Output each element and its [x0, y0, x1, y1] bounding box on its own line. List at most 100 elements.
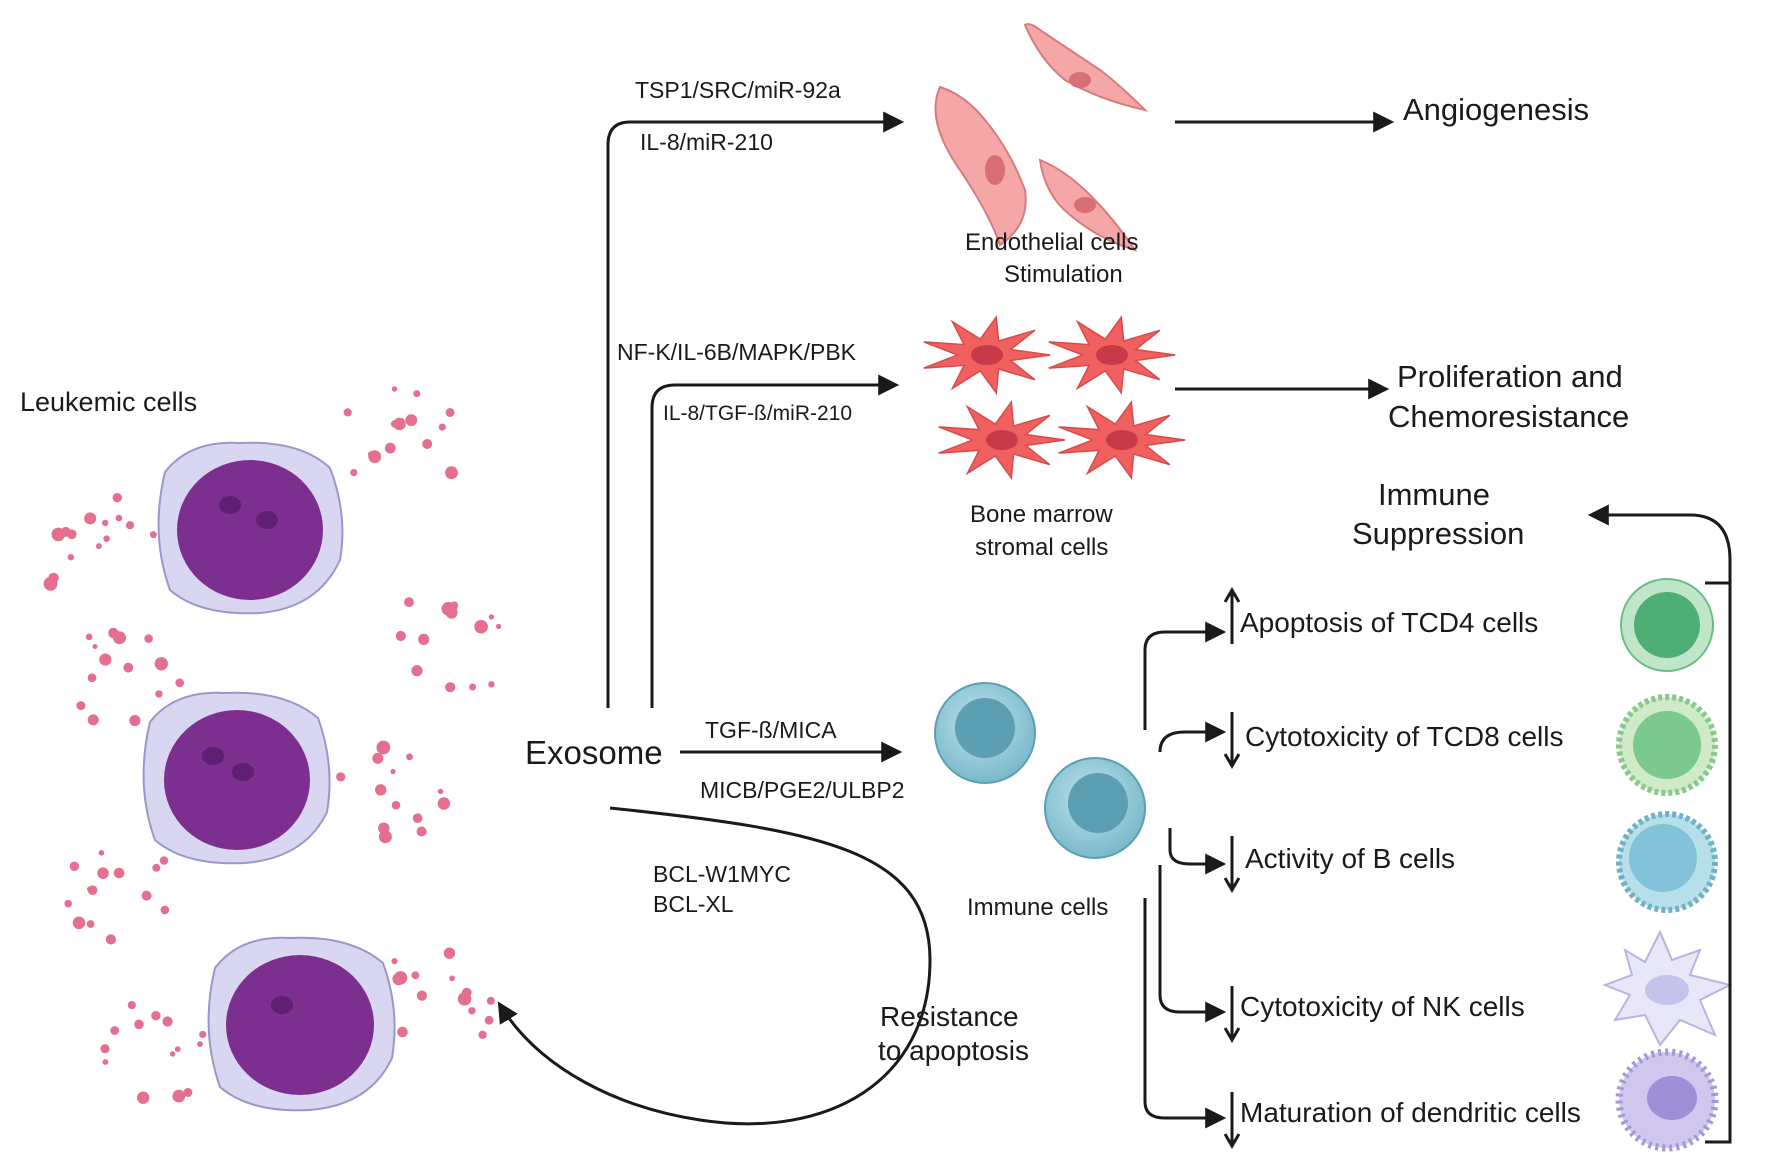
- immune-bracket: [1705, 581, 1732, 1144]
- exosome-dot: [69, 861, 80, 871]
- arrows: [497, 111, 1732, 1144]
- leukemic-cells-label: Leukemic cells: [20, 387, 198, 417]
- exosome-dot: [113, 867, 125, 879]
- exosome-dot: [438, 423, 446, 431]
- effect-arrow-down: [1223, 986, 1241, 1043]
- exosome-dot: [449, 975, 455, 982]
- exosome-dot: [160, 905, 170, 915]
- exosome-dot: [391, 958, 398, 965]
- exosome-dot: [64, 899, 72, 908]
- exosome-dot: [154, 657, 168, 671]
- stromal-nucleus: [1106, 430, 1138, 450]
- arrow-branch-tcd8: [1158, 721, 1227, 753]
- pathway-stromal-bottom: IL-8/TGF-ß/miR-210: [663, 402, 853, 425]
- exosome-dot: [391, 386, 398, 392]
- effect-bcell: Activity of B cells: [1245, 843, 1456, 874]
- bone-marrow-caption-2: stromal cells: [975, 534, 1109, 561]
- exosome-dot: [155, 690, 163, 698]
- exosome-dot: [412, 813, 423, 823]
- exosome-dot: [384, 442, 396, 454]
- exosome-dot: [488, 681, 495, 688]
- exosome-dot: [372, 752, 384, 764]
- exosome-dot: [390, 420, 399, 428]
- leukemic-cell-3: [207, 936, 396, 1112]
- exosome-dot: [102, 1059, 109, 1065]
- exosome-dot: [484, 1015, 494, 1025]
- exosome-label: Exosome: [525, 734, 663, 771]
- exosome-dot: [486, 996, 495, 1005]
- exosome-dot: [152, 863, 161, 872]
- nk-cell-icon: [1602, 929, 1733, 1047]
- arrow-branch-bcell: [1168, 828, 1227, 875]
- endothelial-cells: [934, 23, 1149, 252]
- effect-arrow-up: [1223, 587, 1241, 644]
- exosome-dots: [43, 386, 502, 1104]
- exosome-dot: [92, 644, 98, 649]
- exosome-dot: [418, 633, 430, 646]
- pathway-immune-bottom: MICB/PGE2/ULBP2: [700, 777, 905, 803]
- exosome-dot: [159, 856, 169, 865]
- exosome-dot: [350, 469, 358, 477]
- stromal-nucleus: [971, 345, 1003, 365]
- outcome-proliferation-2: Chemoresistance: [1388, 399, 1630, 434]
- arrow-immune-suppression: [1587, 504, 1732, 583]
- effect-arrow-down: [1223, 1092, 1241, 1149]
- effect-tcd4: Apoptosis of TCD4 cells: [1240, 607, 1539, 638]
- exosome-dot: [129, 715, 141, 727]
- exosome-dot: [449, 602, 458, 611]
- exosome-dot: [98, 850, 105, 856]
- outcome-angiogenesis: Angiogenesis: [1403, 92, 1590, 127]
- exosome-dot: [174, 1046, 181, 1052]
- exosome-dot: [445, 466, 458, 480]
- exosome-dot: [141, 890, 152, 901]
- exosome-dot: [134, 1019, 144, 1030]
- exosome-dot: [413, 390, 421, 398]
- exosome-dot: [397, 1026, 408, 1038]
- arrow-resistance-loop: [497, 806, 932, 1126]
- exosome-dot: [411, 665, 423, 677]
- exosome-dot: [461, 987, 472, 998]
- exosome-dot: [378, 822, 390, 834]
- exosome-dot: [393, 971, 408, 985]
- exosome-dot: [404, 597, 414, 607]
- exosome-dot: [406, 753, 413, 761]
- exosome-dot: [84, 512, 97, 525]
- exosome-dot: [416, 826, 427, 837]
- dendritic-cell-icon: [1615, 1048, 1719, 1152]
- pathway-apoptosis-line1: BCL-W1MYC: [653, 861, 792, 887]
- exosome-dot: [445, 408, 455, 417]
- effect-tcd8: Cytotoxicity of TCD8 cells: [1245, 721, 1564, 752]
- resistance-caption-2: to apoptosis: [878, 1035, 1029, 1066]
- pathway-immune-top: TGF-ß/MICA: [705, 717, 837, 743]
- exosome-dot: [125, 521, 135, 530]
- exosome-dot: [478, 1030, 487, 1040]
- exosome-dot: [376, 740, 391, 755]
- exosome-dot: [440, 802, 448, 810]
- pathway-stromal-top: NF-K/IL-6B/MAPK/PBK: [617, 339, 857, 365]
- arrow-to-endothelial: [606, 111, 905, 708]
- tcd8-cell-icon: [1616, 694, 1718, 796]
- exosome-dot: [368, 450, 382, 464]
- arrow-branch-tcd4: [1143, 621, 1227, 730]
- exosome-dot: [115, 514, 123, 522]
- exosome-dot: [183, 1088, 193, 1097]
- tcd4-cell-icon: [1620, 578, 1714, 672]
- exosome-dot: [151, 1011, 161, 1021]
- exosome-dot: [469, 683, 477, 691]
- immune-cells-caption: Immune cells: [967, 894, 1109, 921]
- exosome-dot: [123, 662, 134, 673]
- exosome-dot: [405, 414, 418, 427]
- exosome-dot: [87, 673, 97, 683]
- exosome-dot: [112, 493, 123, 503]
- exosome-dot: [411, 971, 420, 980]
- exosome-dot: [175, 678, 185, 688]
- endothelial-caption-2: Stimulation: [1004, 261, 1123, 288]
- exosome-dot: [149, 531, 157, 539]
- effect-dendritic: Maturation of dendritic cells: [1240, 1097, 1581, 1128]
- exosome-dot: [60, 526, 71, 537]
- exosome-dot: [488, 614, 495, 620]
- exosome-dot: [474, 619, 488, 634]
- arrow-to-stromal: [650, 374, 900, 708]
